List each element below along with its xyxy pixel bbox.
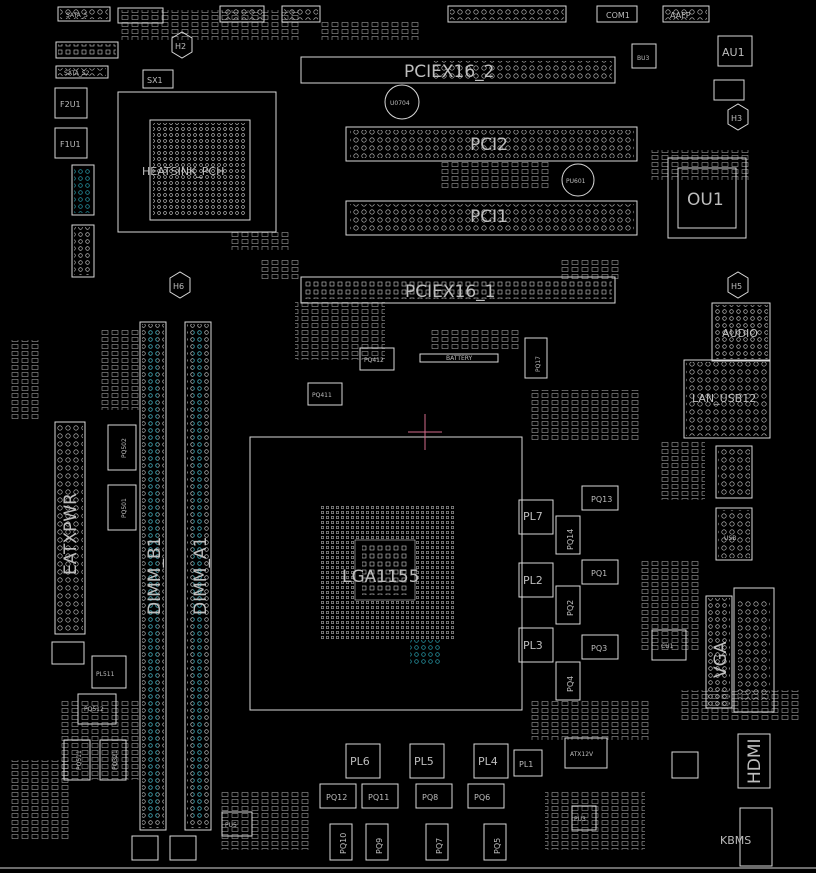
pci1-label: PCI1	[470, 207, 508, 227]
rear-io-top: AU1 H3 OU1 H5 AUDIO LAN_USB12 USB	[667, 35, 771, 561]
h3-label: H3	[731, 114, 742, 123]
dimm-a1-label: DIMM_A1	[191, 537, 211, 615]
pq321-label: PQ321	[112, 750, 119, 770]
pu601-label: PU601	[566, 178, 586, 185]
sata-label: SATA_S	[66, 12, 88, 19]
usb-label: USB	[724, 535, 736, 542]
pl2-label: PL2	[523, 574, 543, 587]
atx12v-label: ATX12V	[570, 751, 594, 758]
pq5-label: PQ5	[493, 838, 502, 854]
lan-usb12-label: LAN_USB12	[692, 392, 756, 405]
pq7-label: PQ7	[435, 838, 444, 854]
lga1155-label: LGA1155	[342, 567, 420, 587]
u0704-label: U0704	[390, 100, 410, 107]
com1-label: COM1	[606, 11, 630, 20]
top-header-connectors: SATA_S COM1 AAFP SATA_S2	[55, 5, 710, 79]
pq8-label: PQ8	[422, 793, 438, 802]
eatxpwr-label: EATXPWR	[61, 493, 81, 575]
h2-label: H2	[175, 42, 186, 51]
cpu-socket: LGA1155	[249, 414, 523, 711]
bottom-vrm: PL6 PL5 PL4 PL1 ATX12V PQ12 PQ11 PQ8 PQ6…	[131, 737, 608, 861]
pq3-label: PQ3	[591, 644, 607, 653]
kbms-label: KBMS	[720, 834, 751, 847]
pq9-label: PQ9	[375, 838, 384, 854]
sx1-label: SX1	[147, 76, 163, 85]
right-vrm: PL7 PL2 PL3 PQ13 PQ14 PQ1 PQ2 PQ3 PQ4	[518, 485, 619, 701]
rear-io-bottom: VGA HDMI KBMS CU1	[651, 587, 775, 867]
pl5-label: PL5	[414, 755, 434, 768]
pl511-label: PL511	[96, 671, 115, 678]
h5-label: H5	[731, 282, 742, 291]
pu5-label: PU5	[225, 822, 237, 829]
audio-label: AUDIO	[722, 327, 758, 340]
pq13-label: PQ13	[591, 495, 612, 504]
pu3-label: PU3	[574, 816, 586, 823]
pl3-label: PL3	[523, 639, 543, 652]
pq501-label: PQ501	[121, 498, 128, 518]
dimm-slots: DIMM_B1 DIMM_A1	[139, 321, 212, 831]
pciex16-1-label: PCIEX16_1	[405, 282, 495, 302]
ou1-label: OU1	[687, 190, 724, 210]
f1u1-label: F1U1	[60, 140, 81, 149]
hdmi-label: HDMI	[745, 738, 765, 784]
pl7-label: PL7	[523, 510, 543, 523]
pq17-label: PQ17	[535, 356, 542, 372]
f2u1-label: F2U1	[60, 100, 81, 109]
pq11-label: PQ11	[368, 793, 389, 802]
pq412-label: PQ412	[364, 357, 384, 364]
pq12-label: PQ12	[326, 793, 347, 802]
pq512-label: PQ512	[84, 706, 104, 713]
pch-chip: HEATSINK_PCH SX1 H2 H6	[117, 31, 277, 299]
h6-label: H6	[173, 282, 184, 291]
pq14-label: PQ14	[566, 529, 575, 550]
pci2-label: PCI2	[470, 135, 508, 155]
bu3-label: BU3	[637, 55, 650, 62]
pq502-label: PQ502	[121, 438, 128, 458]
au1-label: AU1	[722, 46, 745, 59]
fuses: F2U1 F1U1	[54, 87, 88, 159]
expansion-slots: PCIEX16_2 PCI2 PCI1 PCIEX16_1	[300, 56, 638, 304]
mid-ics: PQ412 PQ411 BATTERY PQ17	[307, 337, 548, 406]
pq411-label: PQ411	[312, 392, 332, 399]
battery-label: BATTERY	[446, 355, 473, 362]
pq2-label: PQ2	[566, 600, 575, 616]
pl1-label: PL1	[519, 760, 533, 769]
aafp-label: AAFP	[670, 11, 691, 20]
vga-label: VGA	[711, 641, 731, 678]
pq10-label: PQ10	[339, 833, 348, 854]
pl6-label: PL6	[350, 755, 370, 768]
pq6-label: PQ6	[474, 793, 490, 802]
heatsink-pch-label: HEATSINK_PCH	[142, 165, 224, 178]
dimm-b1-label: DIMM_B1	[145, 537, 165, 615]
sata2-label: SATA_S2	[64, 70, 90, 77]
pq4-label: PQ4	[566, 676, 575, 692]
left-headers	[71, 164, 95, 278]
pq511-label: PQ511	[76, 750, 83, 770]
pl4-label: PL4	[478, 755, 498, 768]
left-vrm: PQ502 PQ501 PL511 PQ512 PQ511 PQ321	[63, 424, 137, 781]
atx-power: EATXPWR	[51, 421, 86, 665]
cu1-label: CU1	[661, 643, 674, 650]
pq1-label: PQ1	[591, 569, 607, 578]
slot-area-ics: U0704 PU601 BU3	[384, 43, 657, 197]
pciex16-2-label: PCIEX16_2	[404, 62, 494, 82]
